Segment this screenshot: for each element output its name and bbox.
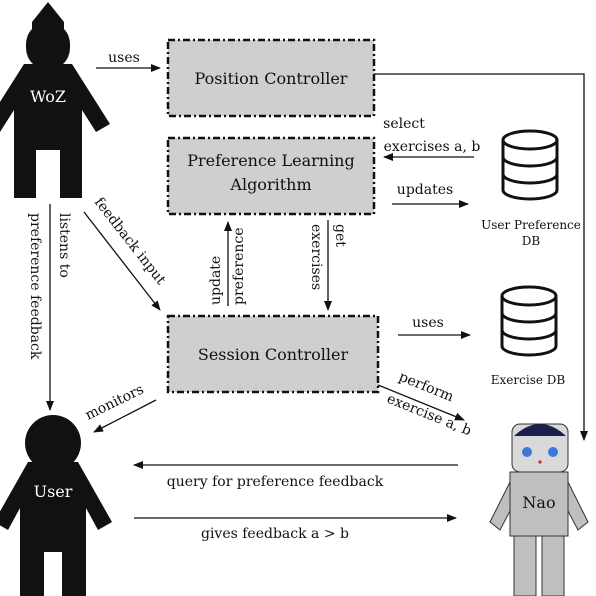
exercise-db-label: Exercise DB (491, 373, 566, 387)
woz-figure: WoZ (0, 2, 110, 198)
position-controller-box: Position Controller (166, 38, 376, 118)
feedback-input-label: feedback input (91, 195, 169, 289)
user-figure: User (0, 415, 112, 596)
user-preference-db-label-line2: DB (522, 234, 541, 248)
preference-learning-label-line1: Preference Learning (187, 151, 354, 170)
update-label: update (208, 256, 224, 305)
query-label: query for preference feedback (167, 474, 384, 490)
preference-learning-label-line2: Algorithm (229, 175, 311, 194)
listens-label-line2: preference feedback (27, 213, 43, 360)
nao-label: Nao (522, 493, 555, 512)
nao-robot: Nao (489, 423, 589, 596)
woz-label: WoZ (30, 87, 66, 106)
monitors-label: monitors (83, 382, 147, 424)
position-controller-label: Position Controller (195, 69, 348, 88)
updates-label: updates (397, 182, 453, 198)
monitors-arrow (93, 399, 157, 433)
listens-label-line1: listens to (56, 213, 72, 278)
preference-learning-box: Preference Learning Algorithm (166, 136, 376, 216)
user-label: User (34, 482, 73, 501)
preference-label: preference (231, 227, 247, 305)
select-label-line1: select (383, 116, 425, 132)
get-label: get (332, 224, 348, 247)
gives-feedback-label: gives feedback a > b (201, 526, 349, 542)
session-uses-label: uses (412, 315, 444, 331)
woz-uses-label: uses (108, 50, 140, 66)
perform-arrow (377, 384, 465, 421)
select-label-line2: exercises a, b (384, 139, 481, 155)
session-controller-box: Session Controller (166, 314, 380, 394)
feedback-input-arrow (83, 211, 161, 311)
exercise-db: Exercise DB (491, 285, 566, 387)
exercises-label: exercises (308, 224, 324, 290)
user-preference-db-label-line1: User Preference (481, 218, 581, 232)
session-controller-label: Session Controller (198, 345, 349, 364)
perform-label-line2: exercise a, b (385, 391, 474, 439)
position-to-nao-arrow (374, 73, 588, 441)
user-preference-db: User Preference DB (481, 129, 581, 248)
